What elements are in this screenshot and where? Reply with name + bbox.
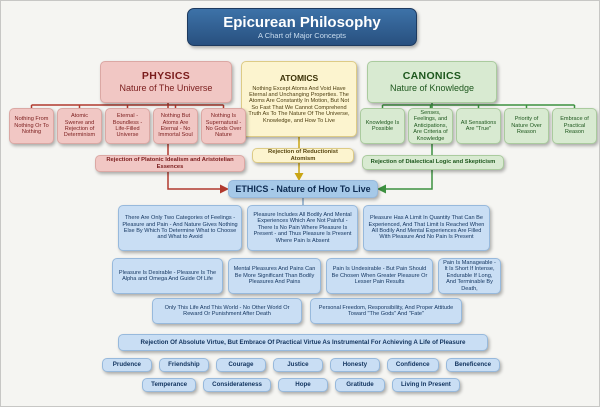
physics-item: Eternal - Boundless - Life-Filled Univer… [105,108,150,144]
virtue-item: Honesty [329,358,380,372]
canonics-section-box: CANONICS Nature of Knowledge [367,61,497,103]
ethics-statement: Pleasure Is Desirable - Pleasure Is The … [112,258,223,294]
physics-section-box: PHYSICS Nature of The Universe [100,61,232,103]
ethics-title: ETHICS - Nature of How To Live [235,183,371,194]
ethics-statement: Personal Freedom, Responsibility, And Pr… [310,298,462,324]
atomics-title: ATOMICS [279,72,319,83]
virtue-item: Hope [278,378,328,392]
physics-item: Atomic Swerve and Rejection of Determini… [57,108,102,144]
virtue-item: Confidence [386,358,439,372]
ethics-section-box: ETHICS - Nature of How To Live [228,180,378,198]
virtue-item: Justice [272,358,323,372]
canonics-rejection-box: Rejection of Dialectical Logic and Skept… [362,155,504,170]
physics-rejection-box: Rejection of Platonic Idealism and Arist… [95,155,245,172]
physics-item: Nothing Is Supernatural - No Gods Over N… [201,108,246,144]
canonics-to-ethics-arrowhead [377,184,386,194]
virtue-item: Living In Present [392,378,460,392]
virtue-banner: Rejection Of Absolute Virtue, But Embrac… [118,334,488,351]
canonics-item: Senses, Feelings, and Anticipations, Are… [408,108,453,144]
virtue-item: Friendship [158,358,209,372]
physics-item: Nothing But Atoms Are Eternal - No Immor… [153,108,198,144]
virtues-row-1: Prudence Friendship Courage Justice Hone… [1,358,599,372]
canonics-item: Priority of Nature Over Reason [504,108,549,144]
canonics-title: CANONICS [402,70,462,83]
ethics-statement: Pain Is Undesirable - But Pain Should Be… [326,258,433,294]
page-subtitle: A Chart of Major Concepts [258,30,346,40]
ethics-statement: Pleasure Has A Limit In Quantity That Ca… [363,205,490,251]
atomics-section-box: ATOMICS Nothing Except Atoms And Void Ha… [241,61,357,137]
physics-to-ethics-arrowhead [220,184,229,194]
virtue-item: Considerateness [203,378,271,392]
ethics-statement: Mental Pleasures And Pains Can Be More S… [228,258,321,294]
virtue-item: Gratitude [335,378,385,392]
virtue-item: Prudence [101,358,152,372]
virtue-item: Beneficence [445,358,501,372]
atomics-rejection-box: Rejection of Reductionist Atomism [252,148,354,163]
virtue-item: Temperance [142,378,197,392]
physics-item: Nothing From Nothing Or To Nothing [9,108,54,144]
canonics-item: All Sensations Are "True" [456,108,501,144]
virtue-item: Courage [215,358,266,372]
canonics-item: Knowledge Is Possible [360,108,405,144]
ethics-statement: There Are Only Two Categories of Feeling… [118,205,242,251]
ethics-statement: Pleasure Includes All Bodily And Mental … [247,205,358,251]
ethics-statement: Pain Is Manageable - It Is Short If Inte… [438,258,501,294]
physics-title: PHYSICS [141,70,191,83]
page-title: Epicurean Philosophy [223,13,381,31]
atomics-to-ethics-arrowhead [294,173,304,181]
virtues-row-2: Temperance Considerateness Hope Gratitud… [1,378,599,392]
chart-title-box: Epicurean Philosophy A Chart of Major Co… [187,8,417,46]
physics-subtitle: Nature of The Universe [119,83,213,94]
atomics-description: Nothing Except Atoms And Void Have Etern… [248,85,350,124]
canonics-subtitle: Nature of Knowledge [389,83,475,94]
ethics-statement: Only This Life And This World - No Other… [152,298,302,324]
canonics-item: Embrace of Practical Reason [552,108,597,144]
